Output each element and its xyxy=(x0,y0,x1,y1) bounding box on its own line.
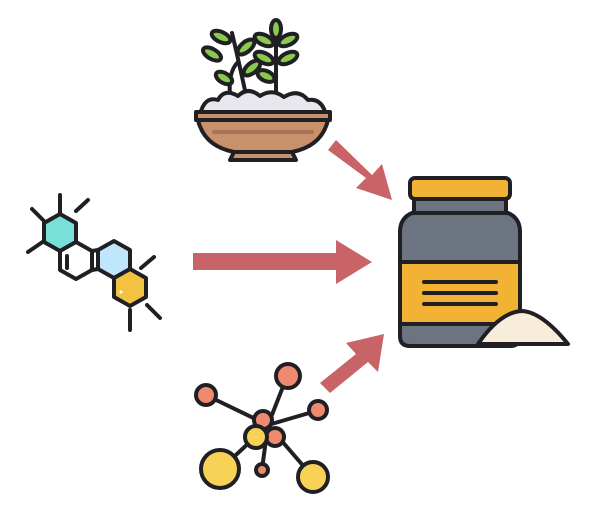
supplement-jar-icon xyxy=(398,176,570,348)
arrow-atoms-to-jar xyxy=(320,334,384,393)
atom-network-icon xyxy=(194,362,330,494)
hexagon-molecule-icon xyxy=(26,193,162,332)
arrow-plant-to-jar xyxy=(328,140,392,200)
plant-bowl-icon xyxy=(194,18,332,162)
arrow-molecule-to-jar xyxy=(193,240,372,284)
